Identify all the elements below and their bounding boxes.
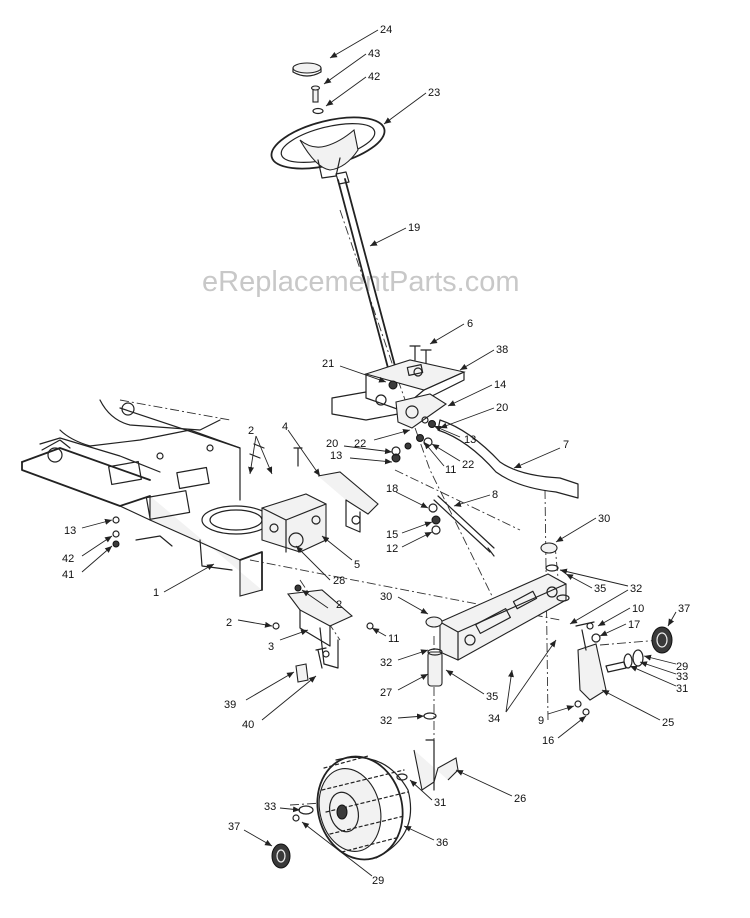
callout-20: 20 bbox=[496, 402, 508, 414]
callout-14: 14 bbox=[494, 379, 506, 391]
callout-32-b: 32 bbox=[380, 657, 392, 669]
left-spindle bbox=[396, 648, 459, 791]
callout-29: 29 bbox=[676, 661, 688, 673]
tie-rod-nuts bbox=[428, 503, 441, 535]
callout-22-b: 22 bbox=[462, 459, 474, 471]
steering-wheel bbox=[270, 116, 386, 179]
callout-37: 37 bbox=[678, 603, 690, 615]
callout-2-b: 2 bbox=[336, 599, 342, 611]
left-hub-cap bbox=[271, 843, 291, 869]
callout-8: 8 bbox=[492, 489, 498, 501]
callout-10: 10 bbox=[632, 603, 644, 615]
callout-9: 9 bbox=[538, 715, 544, 727]
callout-36: 36 bbox=[436, 837, 448, 849]
callout-19: 19 bbox=[408, 222, 420, 234]
callout-28: 28 bbox=[333, 575, 345, 587]
callout-21: 21 bbox=[322, 358, 334, 370]
callout-33-b: 33 bbox=[264, 801, 276, 813]
callout-38: 38 bbox=[496, 344, 508, 356]
callout-42: 42 bbox=[368, 71, 380, 83]
callout-26: 26 bbox=[514, 793, 526, 805]
callout-35-b: 35 bbox=[486, 691, 498, 703]
callout-16: 16 bbox=[542, 735, 554, 747]
callout-33: 33 bbox=[676, 671, 688, 683]
callout-13-c: 13 bbox=[64, 525, 76, 537]
steering-support-bracket bbox=[331, 359, 466, 421]
callout-2-c: 2 bbox=[226, 617, 232, 629]
callout-25: 25 bbox=[662, 717, 674, 729]
callout-17: 17 bbox=[628, 619, 640, 631]
callout-34: 34 bbox=[488, 713, 500, 725]
callout-30-b: 30 bbox=[380, 591, 392, 603]
callout-labels: 24 43 42 23 19 6 38 21 14 20 22 13 22 11… bbox=[62, 24, 690, 887]
drag-link bbox=[437, 419, 579, 499]
callout-32-c: 32 bbox=[380, 715, 392, 727]
callout-11-b: 11 bbox=[388, 633, 399, 645]
steering-shaft bbox=[335, 171, 396, 369]
callout-35: 35 bbox=[594, 583, 606, 595]
left-washers bbox=[292, 805, 314, 822]
axle-end-caps bbox=[425, 542, 570, 628]
callout-40: 40 bbox=[242, 719, 254, 731]
callout-3: 3 bbox=[268, 641, 274, 653]
callout-30: 30 bbox=[598, 513, 610, 525]
front-bracket bbox=[261, 493, 327, 553]
axle-support-bracket bbox=[286, 589, 354, 669]
bracket-hardware bbox=[391, 416, 436, 463]
callout-43: 43 bbox=[368, 48, 380, 60]
pivot-bracket bbox=[317, 471, 379, 533]
steering-washer bbox=[312, 107, 324, 115]
spindle-spacer bbox=[295, 647, 327, 683]
callout-2: 2 bbox=[248, 425, 254, 437]
callout-39: 39 bbox=[224, 699, 236, 711]
right-hub-cap bbox=[651, 626, 673, 654]
callout-7: 7 bbox=[563, 439, 569, 451]
callout-31-b: 31 bbox=[434, 797, 446, 809]
callout-4: 4 bbox=[282, 421, 288, 433]
callout-24: 24 bbox=[380, 24, 392, 36]
callout-23: 23 bbox=[428, 87, 440, 99]
callout-13: 13 bbox=[464, 434, 476, 446]
bracket-bolts bbox=[409, 345, 432, 365]
callout-29-b: 29 bbox=[372, 875, 384, 887]
main-frame bbox=[21, 399, 271, 597]
callout-18: 18 bbox=[386, 483, 398, 495]
steering-wheel-cap bbox=[292, 62, 322, 77]
callout-5: 5 bbox=[354, 559, 360, 571]
callout-1: 1 bbox=[153, 587, 159, 599]
callout-32: 32 bbox=[630, 583, 642, 595]
callout-31: 31 bbox=[676, 683, 688, 695]
steering-bolt bbox=[310, 85, 321, 103]
callout-41: 41 bbox=[62, 569, 74, 581]
callout-20-b: 20 bbox=[326, 438, 338, 450]
callout-22: 22 bbox=[354, 438, 366, 450]
front-wheel bbox=[316, 755, 412, 861]
callout-15: 15 bbox=[386, 529, 398, 541]
frame-hardware bbox=[112, 443, 374, 630]
tie-rod bbox=[433, 495, 495, 557]
callout-13-b: 13 bbox=[330, 450, 342, 462]
callout-6: 6 bbox=[467, 318, 473, 330]
callout-11: 11 bbox=[445, 464, 456, 476]
steering-gear-plate bbox=[395, 393, 447, 429]
callout-27: 27 bbox=[380, 687, 392, 699]
right-washers bbox=[623, 649, 644, 669]
callout-42-b: 42 bbox=[62, 553, 74, 565]
right-spindle bbox=[574, 621, 627, 716]
callout-37-b: 37 bbox=[228, 821, 240, 833]
callout-12: 12 bbox=[386, 543, 398, 555]
